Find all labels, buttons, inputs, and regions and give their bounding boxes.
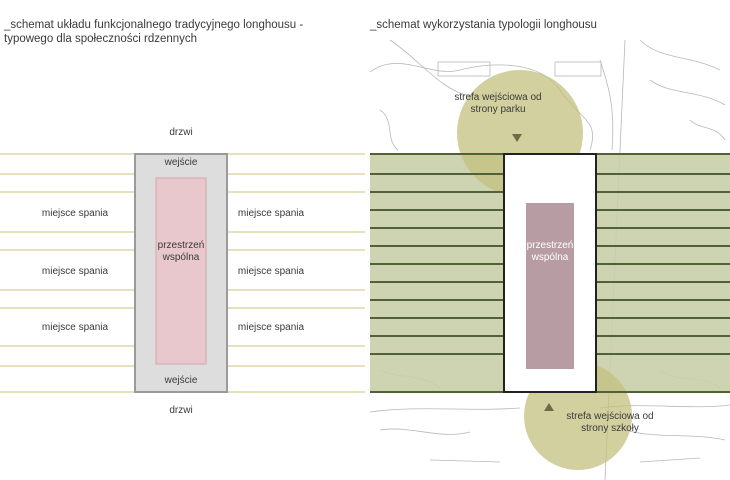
common-space-left bbox=[155, 177, 207, 365]
sleep-right-1: miejsce spania bbox=[237, 208, 305, 219]
right-title: _schemat wykorzystania typologii longhou… bbox=[370, 19, 597, 31]
sleep-right-3: miejsce spania bbox=[237, 322, 305, 333]
entrance-bottom-label: wejście bbox=[164, 375, 198, 386]
arrow-up-icon bbox=[544, 403, 554, 411]
sleep-right-2: miejsce spania bbox=[237, 266, 305, 277]
arrow-down-icon bbox=[512, 134, 522, 142]
common-space-label-right: przestrzeń wspólna bbox=[518, 240, 582, 264]
sleep-left-1: miejsce spania bbox=[41, 208, 109, 219]
park-zone-label: strefa wejściowa od strony parku bbox=[444, 92, 552, 116]
door-bottom-label: drzwi bbox=[169, 405, 193, 416]
sleep-left-3: miejsce spania bbox=[41, 322, 109, 333]
common-line2: wspólna bbox=[162, 252, 200, 263]
school-zone-line2: strony szkoły bbox=[581, 423, 639, 434]
left-title-line1: _schemat układu funkcjonalnego tradycyjn… bbox=[4, 19, 304, 31]
common-right-line1: przestrzeń bbox=[526, 240, 574, 251]
left-title-line2: typowego dla społeczności rdzennych bbox=[4, 33, 198, 45]
left-diagram bbox=[0, 153, 365, 393]
common-right-line2: wspólna bbox=[531, 252, 569, 263]
school-zone-line1: strefa wejściowa od bbox=[566, 411, 654, 422]
sleep-left-2: miejsce spania bbox=[41, 266, 109, 277]
common-space-right bbox=[526, 203, 574, 369]
left-title: _schemat układu funkcjonalnego tradycyjn… bbox=[4, 18, 303, 46]
door-top-label: drzwi bbox=[169, 127, 193, 138]
park-zone-line2: strony parku bbox=[470, 104, 526, 115]
school-zone-label: strefa wejściowa od strony szkoły bbox=[556, 411, 664, 435]
common-line1: przestrzeń bbox=[157, 240, 205, 251]
entrance-top-label: wejście bbox=[164, 157, 198, 168]
common-space-label-left: przestrzeń wspólna bbox=[150, 240, 212, 264]
park-zone-line1: strefa wejściowa od bbox=[454, 92, 542, 103]
right-diagram bbox=[369, 39, 730, 480]
